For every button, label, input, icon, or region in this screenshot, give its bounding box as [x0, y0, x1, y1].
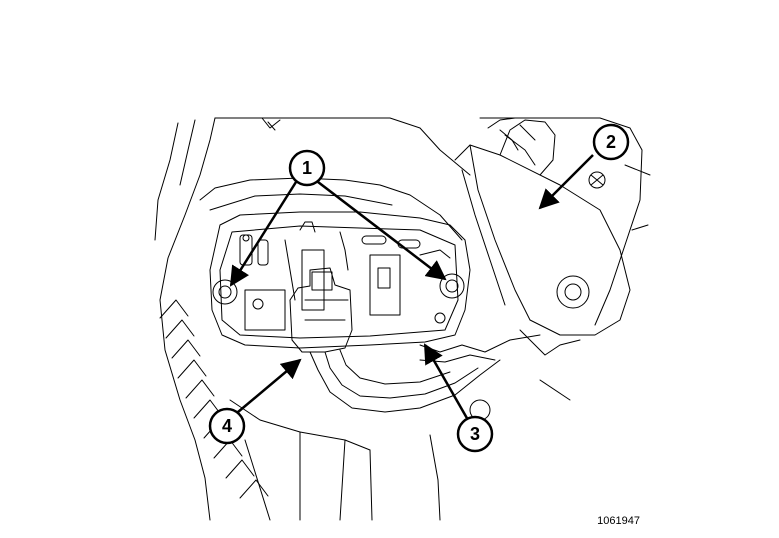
- right-bracket: [454, 144, 631, 336]
- callout-1: 1: [288, 149, 326, 187]
- callout-4: 4: [208, 407, 246, 445]
- housing-left-edge: [154, 122, 179, 241]
- leader-1-right: [317, 181, 447, 281]
- upper-shroud: [199, 177, 463, 241]
- leader-2: [538, 154, 594, 210]
- wiring-harness: [309, 351, 501, 413]
- housing-outline: [159, 117, 216, 521]
- leader-1-left: [229, 181, 298, 287]
- leader-lines: [229, 154, 594, 421]
- callout-3-label: 3: [470, 424, 480, 444]
- callout-3: 3: [456, 415, 494, 453]
- resistor-plate: [209, 211, 471, 349]
- callout-1-label: 1: [302, 158, 312, 178]
- figure-id: 1061947: [597, 515, 640, 527]
- callout-4-label: 4: [222, 416, 232, 436]
- callout-2: 2: [592, 123, 630, 161]
- leader-4: [237, 358, 302, 413]
- mounting-screw-left: [212, 279, 238, 305]
- bracket-bolt-head: [556, 275, 590, 309]
- mounting-screw-right: [439, 273, 465, 299]
- callout-2-label: 2: [606, 132, 616, 152]
- leader-3: [423, 343, 470, 421]
- illustration-linework: [154, 117, 651, 521]
